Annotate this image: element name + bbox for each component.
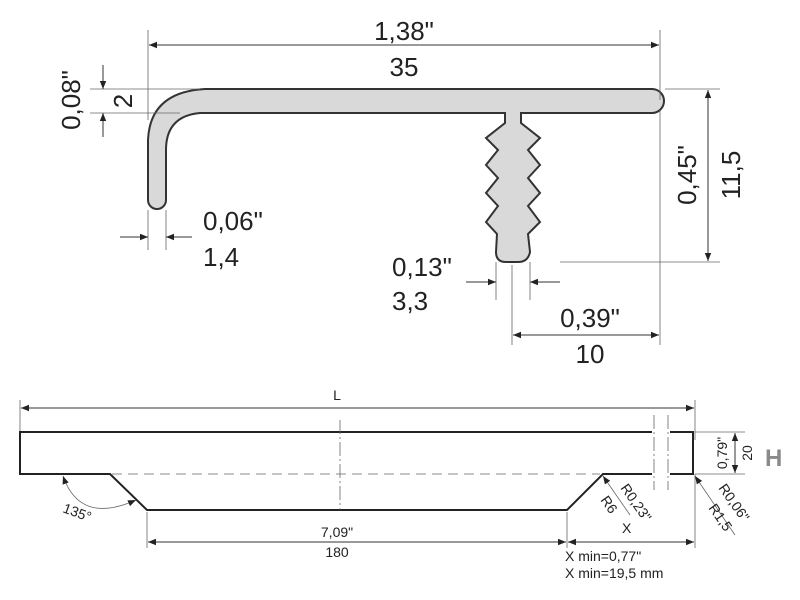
length-label: L (333, 387, 341, 403)
top-thickness-in-label: 0,08" (56, 70, 86, 130)
lip-mm-label: 1,4 (203, 242, 239, 272)
center-mm-label: 180 (325, 544, 349, 560)
stem-mm-label: 3,3 (392, 286, 428, 316)
top-thickness-mm-label: 2 (108, 94, 138, 108)
lip-in-label: 0,06" (203, 206, 263, 236)
handle-outline-left (19, 431, 652, 511)
x-min-in-label: X min=0,77" (565, 548, 641, 564)
stem-in-label: 0,13" (392, 252, 452, 282)
t-profile-shape (147, 88, 665, 263)
h-label: H (765, 445, 782, 472)
offset-in-label: 0,39" (560, 303, 620, 333)
x-min-mm-label: X min=19,5 mm (565, 565, 663, 581)
h-mm-label: 20 (739, 445, 755, 461)
profile-section: 1,38" 35 0,08" 2 0,45" 11,5 0,06" 1,4 0,… (56, 16, 746, 369)
r-inner-mm-label: R6 (598, 493, 621, 517)
handle-outline-right (670, 431, 694, 475)
angle-label: 135° (61, 500, 94, 525)
height-in-label: 0,45" (672, 145, 702, 205)
r-inner-in-label: R0,23" (618, 481, 655, 525)
width-mm-label: 35 (390, 52, 419, 82)
x-label: X (622, 520, 632, 536)
width-in-label: 1,38" (374, 16, 434, 46)
center-in-label: 7,09" (321, 524, 353, 540)
elevation-view: L 135° 7,09" 180 X min=0,77" X min=19,5 … (19, 387, 782, 581)
offset-mm-label: 10 (576, 339, 605, 369)
h-in-label: 0,79" (714, 437, 730, 469)
height-mm-label: 11,5 (716, 151, 746, 200)
